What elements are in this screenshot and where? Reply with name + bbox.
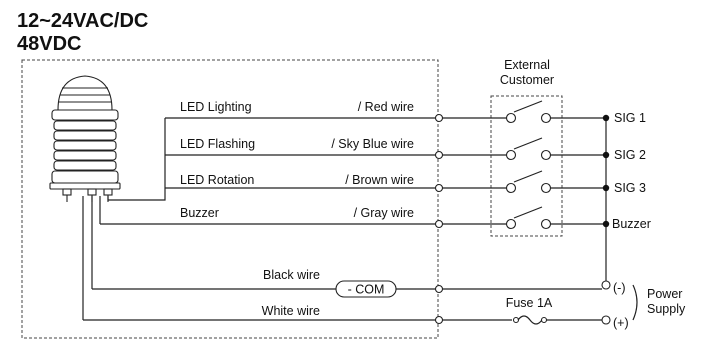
node-sig1 bbox=[602, 114, 610, 122]
signal-line-4: Buzzer / Gray wire bbox=[100, 206, 606, 225]
node-buzzer bbox=[602, 220, 610, 228]
minus-label: (-) bbox=[613, 281, 626, 295]
external-customer-label-2: Customer bbox=[500, 73, 554, 87]
external-customer-box bbox=[490, 95, 563, 237]
switch-3 bbox=[505, 170, 552, 194]
signal-wire-2: / Sky Blue wire bbox=[331, 137, 414, 151]
lamp-wires bbox=[82, 118, 166, 320]
external-customer-label-1: External bbox=[504, 58, 550, 72]
plus-label: (+) bbox=[613, 316, 629, 330]
product-boundary bbox=[21, 59, 439, 339]
boundary-terminals bbox=[434, 113, 444, 325]
signal-name-4: Buzzer bbox=[180, 206, 219, 220]
signal-wire-4: / Gray wire bbox=[354, 206, 414, 220]
signal-line-2: LED Flashing / Sky Blue wire bbox=[165, 137, 606, 156]
switch-4 bbox=[505, 206, 552, 230]
white-wire-label: White wire bbox=[262, 304, 320, 318]
minus-terminal bbox=[601, 280, 611, 290]
fuse-icon bbox=[512, 315, 548, 325]
output-label-2: SIG 2 bbox=[614, 148, 646, 162]
power-supply-label-2: Supply bbox=[647, 302, 686, 316]
output-label-1: SIG 1 bbox=[614, 111, 646, 125]
black-wire-label: Black wire bbox=[263, 268, 320, 282]
com-label: - COM bbox=[348, 283, 385, 297]
supply-line: White wire Fuse 1A (+) bbox=[83, 296, 629, 330]
node-sig3 bbox=[602, 184, 610, 192]
node-sig2 bbox=[602, 151, 610, 159]
signal-tower-icon bbox=[49, 75, 121, 202]
signal-wire-1: / Red wire bbox=[358, 100, 414, 114]
fuse-label: Fuse 1A bbox=[506, 296, 553, 310]
signal-line-1: LED Lighting / Red wire bbox=[165, 100, 606, 119]
plus-terminal bbox=[601, 315, 611, 325]
signal-name-1: LED Lighting bbox=[180, 100, 252, 114]
power-supply-label-1: Power bbox=[647, 287, 682, 301]
signal-line-3: LED Rotation / Brown wire bbox=[165, 173, 606, 189]
voltage-title-line2: 48VDC bbox=[17, 33, 81, 55]
output-label-3: SIG 3 bbox=[614, 181, 646, 195]
signal-name-3: LED Rotation bbox=[180, 173, 254, 187]
output-label-4: Buzzer bbox=[612, 217, 651, 231]
com-line: - COM Black wire (-) bbox=[92, 268, 626, 298]
supply-bracket bbox=[632, 284, 638, 321]
switch-1 bbox=[505, 100, 552, 124]
signal-wire-3: / Brown wire bbox=[345, 173, 414, 187]
signal-name-2: LED Flashing bbox=[180, 137, 255, 151]
voltage-title-line1: 12~24VAC/DC bbox=[17, 10, 148, 32]
switch-2 bbox=[505, 137, 552, 161]
